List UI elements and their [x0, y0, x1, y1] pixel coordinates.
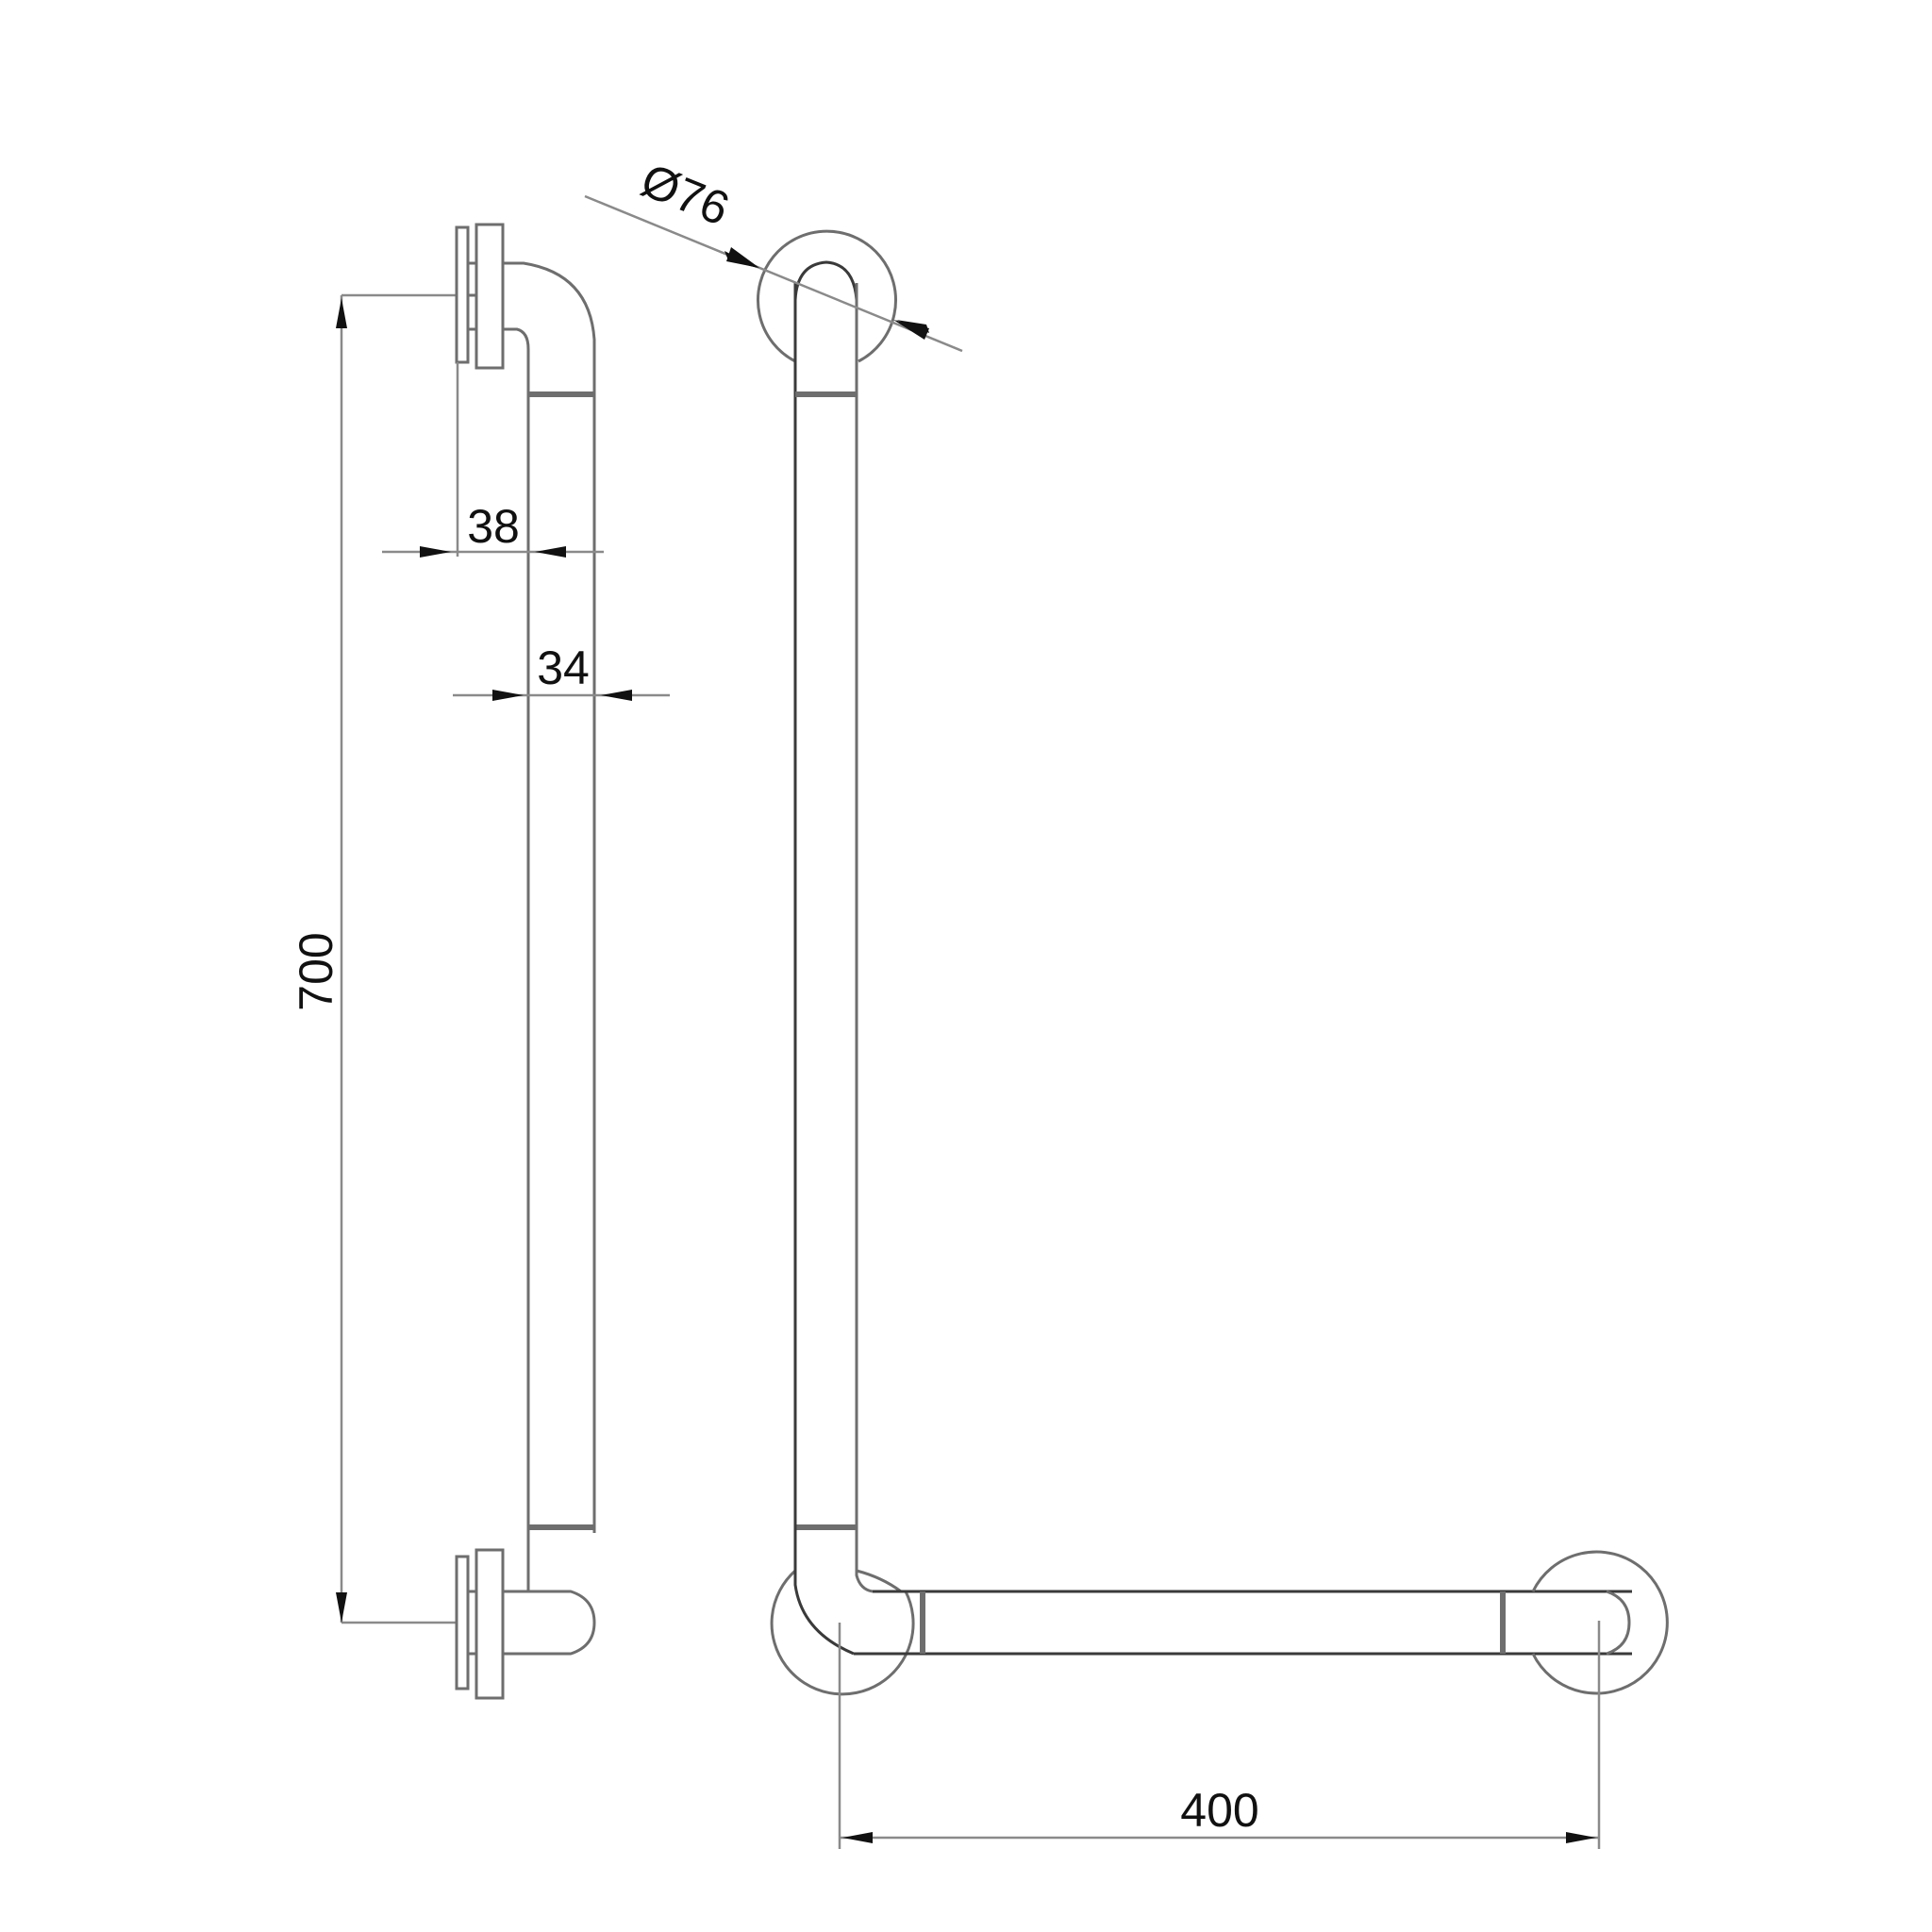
- horizontal-length-label: 400: [1180, 1784, 1258, 1837]
- projection-label: 38: [467, 500, 520, 553]
- horizontal-length-dimension: 400: [838, 1621, 1601, 1849]
- tube-diameter-label: 34: [537, 641, 590, 694]
- rosette-diameter-dimension: Ø76: [584, 154, 963, 353]
- arrow-down-icon: [336, 1592, 347, 1623]
- top-mount-flange: [455, 223, 596, 1533]
- elbow-rosette: [770, 1519, 915, 1696]
- top-rosette: [757, 229, 897, 1519]
- horizontal-tube: [854, 1590, 1632, 1656]
- front-view: Ø76 400: [584, 154, 1669, 1849]
- right-rosette: [1531, 1550, 1669, 1695]
- side-view: 700 38 34: [290, 223, 670, 1700]
- height-label: 700: [290, 932, 342, 1010]
- arrow-up-icon: [336, 298, 347, 328]
- bottom-mount-flange: [455, 1524, 596, 1700]
- projection-dimension: 38: [382, 362, 604, 558]
- height-dimension: 700: [290, 293, 458, 1624]
- tube-diameter-dimension: 34: [453, 641, 670, 701]
